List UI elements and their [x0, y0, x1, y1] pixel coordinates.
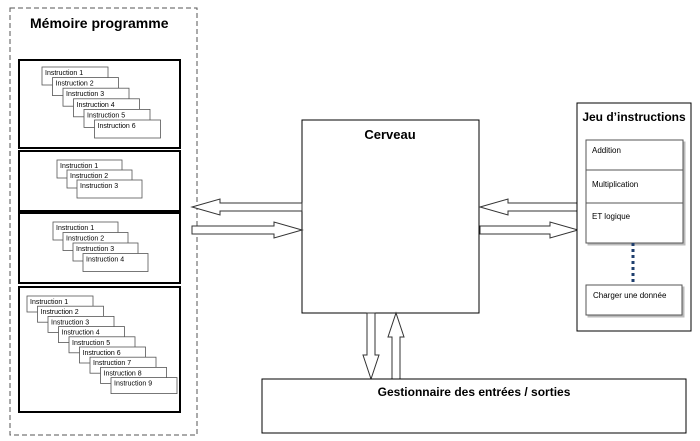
- arrow-memoire-to-cerveau: [191, 221, 304, 239]
- instruction-label: Instruction 3: [51, 319, 89, 326]
- io-box: [261, 378, 687, 434]
- arrow-cerveau-to-memoire: [190, 198, 303, 216]
- instruction-label: Instruction 6: [98, 123, 136, 130]
- instruction-label: Instruction 1: [30, 299, 68, 306]
- cerveau-box: [301, 119, 480, 314]
- jeu-item-et-logique: ET logique: [592, 212, 631, 221]
- instruction-card: [82, 253, 149, 272]
- instruction-label: Instruction 2: [56, 81, 94, 88]
- instruction-card: [94, 119, 161, 139]
- instruction-label: Instruction 5: [72, 340, 110, 347]
- instruction-label: Instruction 1: [56, 225, 94, 232]
- io-title: Gestionnaire des entrées / sorties: [378, 385, 571, 399]
- instruction-label: Instruction 2: [70, 173, 108, 180]
- instruction-label: Instruction 3: [80, 183, 118, 190]
- instruction-label: Instruction 1: [60, 163, 98, 170]
- memoire-frame: [9, 7, 198, 436]
- jeu-title: Jeu d’instructions: [582, 110, 686, 124]
- arrow-cerveau-to-io: [362, 312, 380, 381]
- arrow-jeu-to-cerveau: [478, 198, 579, 216]
- jeu-item-charger: Charger une donnée: [593, 291, 667, 300]
- jeu-inner-box: [585, 139, 684, 244]
- instruction-cards: Instruction 1 Instruction 2 Instruction 3 I…: [26, 66, 178, 395]
- memoire-title: Mémoire programme: [30, 15, 169, 31]
- instruction-label: Instruction 2: [41, 309, 79, 316]
- arrow-io-to-cerveau: [387, 311, 405, 380]
- instruction-card: [110, 377, 178, 395]
- instruction-label: Instruction 3: [66, 91, 104, 98]
- jeu-item-multiplication: Multiplication: [592, 180, 638, 189]
- jeu-item-addition: Addition: [592, 146, 621, 155]
- instruction-label: Instruction 8: [104, 370, 142, 377]
- instruction-label: Instruction 4: [86, 257, 124, 264]
- instruction-label: Instruction 1: [45, 70, 83, 77]
- jeu-last-box: [585, 284, 683, 316]
- instruction-label: Instruction 6: [83, 350, 121, 357]
- cerveau-title: Cerveau: [364, 127, 415, 142]
- instruction-label: Instruction 7: [93, 360, 131, 367]
- instruction-label: Instruction 2: [66, 236, 104, 243]
- instruction-card: [76, 179, 143, 199]
- instruction-label: Instruction 4: [62, 330, 100, 337]
- instruction-label: Instruction 3: [76, 246, 114, 253]
- instruction-label: Instruction 5: [87, 112, 125, 119]
- arrow-cerveau-to-jeu: [479, 221, 580, 239]
- instruction-label: Instruction 4: [77, 102, 115, 109]
- instruction-label: Instruction 9: [114, 381, 152, 388]
